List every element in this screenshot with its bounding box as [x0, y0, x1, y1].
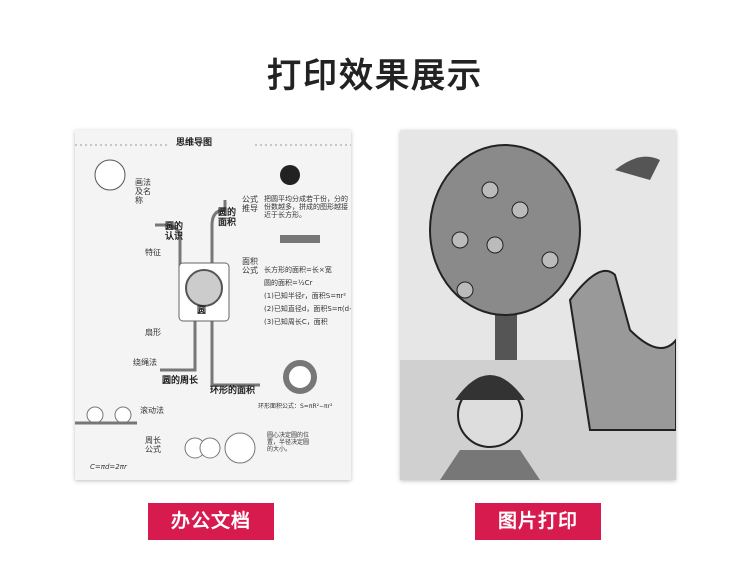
branch: 圆的周长: [162, 376, 199, 386]
child-drawing-image: [400, 130, 676, 480]
text: C=πd=2πr: [90, 463, 127, 471]
text: 环形面积公式：S=πR²−πr²: [258, 403, 333, 410]
page-title: 打印效果展示: [267, 56, 483, 96]
text: 把圆平均分成若干份，分的份数越多，拼成的图形越接近于长方形。: [264, 195, 348, 220]
label: 滚动法: [140, 406, 164, 415]
branch: 圆的面积: [218, 208, 237, 229]
label: 公式推导: [242, 195, 258, 214]
label: 特征: [145, 248, 161, 257]
branch: 环形的面积: [210, 386, 256, 396]
text: 长方形的面积=长×宽: [264, 266, 332, 274]
label: 绕绳法: [133, 358, 157, 367]
text: (1)已知半径r，面积S=πr²: [264, 292, 347, 300]
text: (2)已知直径d，面积S=π(d÷2)²: [264, 305, 351, 313]
label: 扇形: [145, 328, 161, 337]
text: (3)已知周长C，面积: [264, 318, 328, 326]
text: 圆的面积=½Cr: [264, 279, 313, 287]
mindmap-center: 圆: [197, 306, 207, 316]
label: 面积公式: [242, 257, 258, 276]
branch: 圆的认识: [165, 222, 184, 243]
label: 周长公式: [145, 436, 161, 455]
mindmap-lines: [75, 144, 351, 464]
picture-print-button[interactable]: 图片打印: [475, 503, 601, 540]
label: 画法及名称: [135, 178, 151, 206]
text: 圆心决定圆的位置，半径决定圆的大小。: [267, 432, 310, 453]
mindmap-header: 思维导图: [173, 138, 216, 149]
office-document-button[interactable]: 办公文档: [148, 503, 274, 540]
picture-print-sample: [400, 130, 676, 480]
office-document-sample: 思维导图 圆 圆的认识 圆的面积 圆的周长 环形的面积 画法及名称 特征 扇形 …: [75, 130, 351, 480]
